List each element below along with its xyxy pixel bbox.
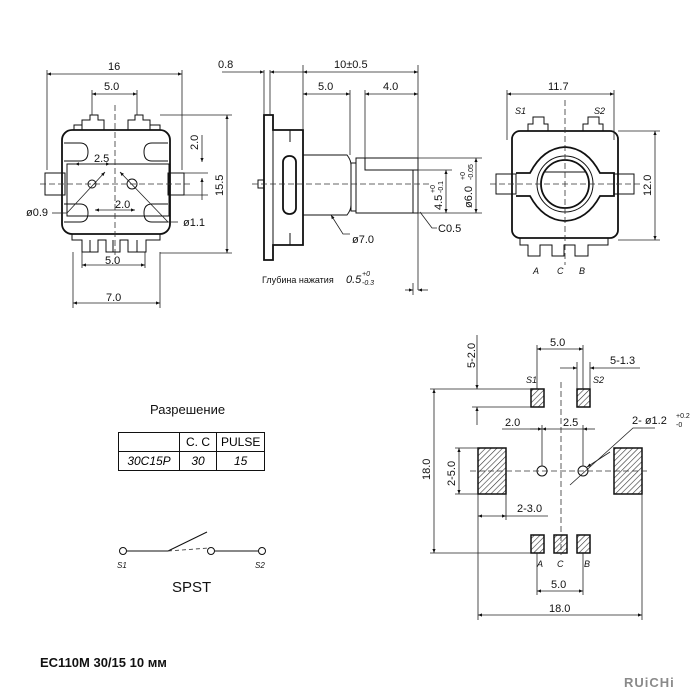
product-title: EC110M 30/15 10 мм: [40, 655, 167, 670]
rear-pins-bottom: [519, 238, 609, 257]
table-header-row: C. C PULSE: [118, 432, 266, 452]
pad-label-s1: S1: [526, 375, 537, 385]
dim-pcb-width: 18.0: [549, 603, 570, 615]
switch-type-label: SPST: [172, 579, 211, 596]
dim-pad-pitch-top: 5.0: [550, 337, 565, 349]
pad-label-a: A: [536, 559, 543, 569]
table-header: [118, 432, 180, 452]
resolution-table: C. C PULSE 30C15P 30 15: [118, 432, 266, 471]
dim-height: 15.5: [214, 175, 226, 196]
svg-text:+0: +0: [430, 185, 437, 193]
front-inner: [66, 163, 170, 217]
table-cell: 30C15P: [118, 451, 180, 471]
dim-collar-dia: ø7.0: [352, 234, 374, 246]
dim-pin-span: 7.0: [106, 292, 121, 304]
dim-flat: 4.0: [383, 81, 398, 93]
dim-pad-pitch-bottom: 5.0: [551, 579, 566, 591]
brand-logo: RUiCHi: [624, 675, 675, 690]
dim-mount-pad-width: 2-3.0: [517, 503, 542, 515]
dim-rear-height: 12.0: [642, 175, 654, 196]
pad-c: [553, 534, 568, 554]
dim-rear-width: 11.7: [548, 81, 569, 93]
pin-label-s2: S2: [594, 106, 605, 116]
rear-pin-s2: [582, 116, 604, 131]
dim-hole-left-offset: 2.0: [505, 417, 520, 429]
terminal-label-s1: S1: [117, 561, 127, 570]
pin-label-a: A: [532, 266, 539, 276]
pad-label-s2: S2: [593, 375, 604, 385]
side-view: 0.8 10±0.5 5.0 4.0 ø7.0 C0.5 4.5 +0 -0.1…: [218, 59, 482, 295]
dim-collar: 5.0: [318, 81, 333, 93]
pad-s1: [530, 388, 545, 408]
pin-label-s1: S1: [515, 106, 526, 116]
bottom-pins: [71, 234, 161, 253]
svg-text:-0: -0: [676, 422, 682, 429]
top-pin: [81, 114, 105, 130]
pcb-layout: 5.0 5-2.0 5-1.3 2.0 2.5 2- ø1.2 +0.2 -0 …: [421, 335, 690, 620]
table-header: C. C: [179, 432, 217, 452]
dim-width: 16: [108, 61, 120, 73]
dim-hole-right-offset: 2.5: [563, 417, 578, 429]
front-body: [61, 129, 171, 235]
press-depth-value: 0.5: [346, 274, 362, 286]
table-row: 30C15P 30 15: [118, 451, 266, 471]
svg-text:-0.3: -0.3: [362, 280, 374, 287]
pad-label-b: B: [584, 559, 590, 569]
table-cell: 30: [179, 451, 217, 471]
dim-hole-left: ø0.9: [26, 207, 48, 219]
dim-pin-pitch-bottom: 5.0: [105, 255, 120, 267]
press-depth-label: Глубина нажатия: [262, 275, 334, 285]
dim-tab-offset: 2.0: [189, 135, 201, 150]
dim-shaft-dia: ø6.0: [463, 186, 475, 208]
side-body: [263, 114, 304, 261]
table-header: PULSE: [215, 432, 266, 452]
rear-collar: [516, 146, 615, 222]
dim-mount-pad-height: 2-5.0: [446, 461, 458, 486]
dim-hole-spacing: 2.5: [94, 153, 109, 165]
pad-label-c: C: [557, 559, 564, 569]
terminal-s2: [258, 547, 266, 555]
dim-holes: 2- ø1.2: [632, 415, 667, 427]
pin-label-b: B: [579, 266, 585, 276]
rear-view: 11.7 12.0 S1 S2 A C B: [490, 81, 660, 276]
svg-text:+0: +0: [460, 172, 467, 180]
terminal-s1: [119, 547, 127, 555]
top-pin: [127, 114, 151, 130]
pad-b: [576, 534, 591, 554]
side-slot: [282, 155, 297, 215]
switch-lever: [167, 531, 208, 552]
dim-chamfer: C0.5: [438, 223, 461, 235]
svg-text:-0.05: -0.05: [468, 164, 475, 180]
pad-a: [530, 534, 545, 554]
pad-s2: [576, 388, 591, 408]
front-view: 16 5.0 2.5 2.0 2.0 15.5 ø0.9 ø1.1 5.0 7.…: [26, 61, 232, 308]
resolution-title: Разрешение: [150, 402, 226, 417]
svg-text:-0.1: -0.1: [438, 181, 445, 193]
spst-schematic: S1 S2 SPST: [117, 531, 266, 596]
dim-pad-width: 5-1.3: [610, 355, 635, 367]
dim-flat-height: 4.5: [433, 195, 445, 210]
dim-pcb-height: 18.0: [421, 459, 433, 480]
rear-pin-s1: [527, 116, 549, 131]
dim-shaft-length: 10±0.5: [334, 59, 368, 71]
dim-hole-right: ø1.1: [183, 217, 205, 229]
dim-pad-length: 5-2.0: [466, 343, 478, 368]
terminal-label-s2: S2: [255, 561, 265, 570]
pin-label-c: C: [557, 266, 564, 276]
svg-text:+0.2: +0.2: [676, 413, 690, 420]
table-cell: 15: [215, 451, 266, 471]
dim-flange: 0.8: [218, 59, 233, 71]
dim-pin-pitch-top: 5.0: [104, 81, 119, 93]
dim-hole-offset: 2.0: [115, 199, 130, 211]
collar: [303, 154, 352, 216]
svg-text:+0: +0: [362, 271, 370, 278]
